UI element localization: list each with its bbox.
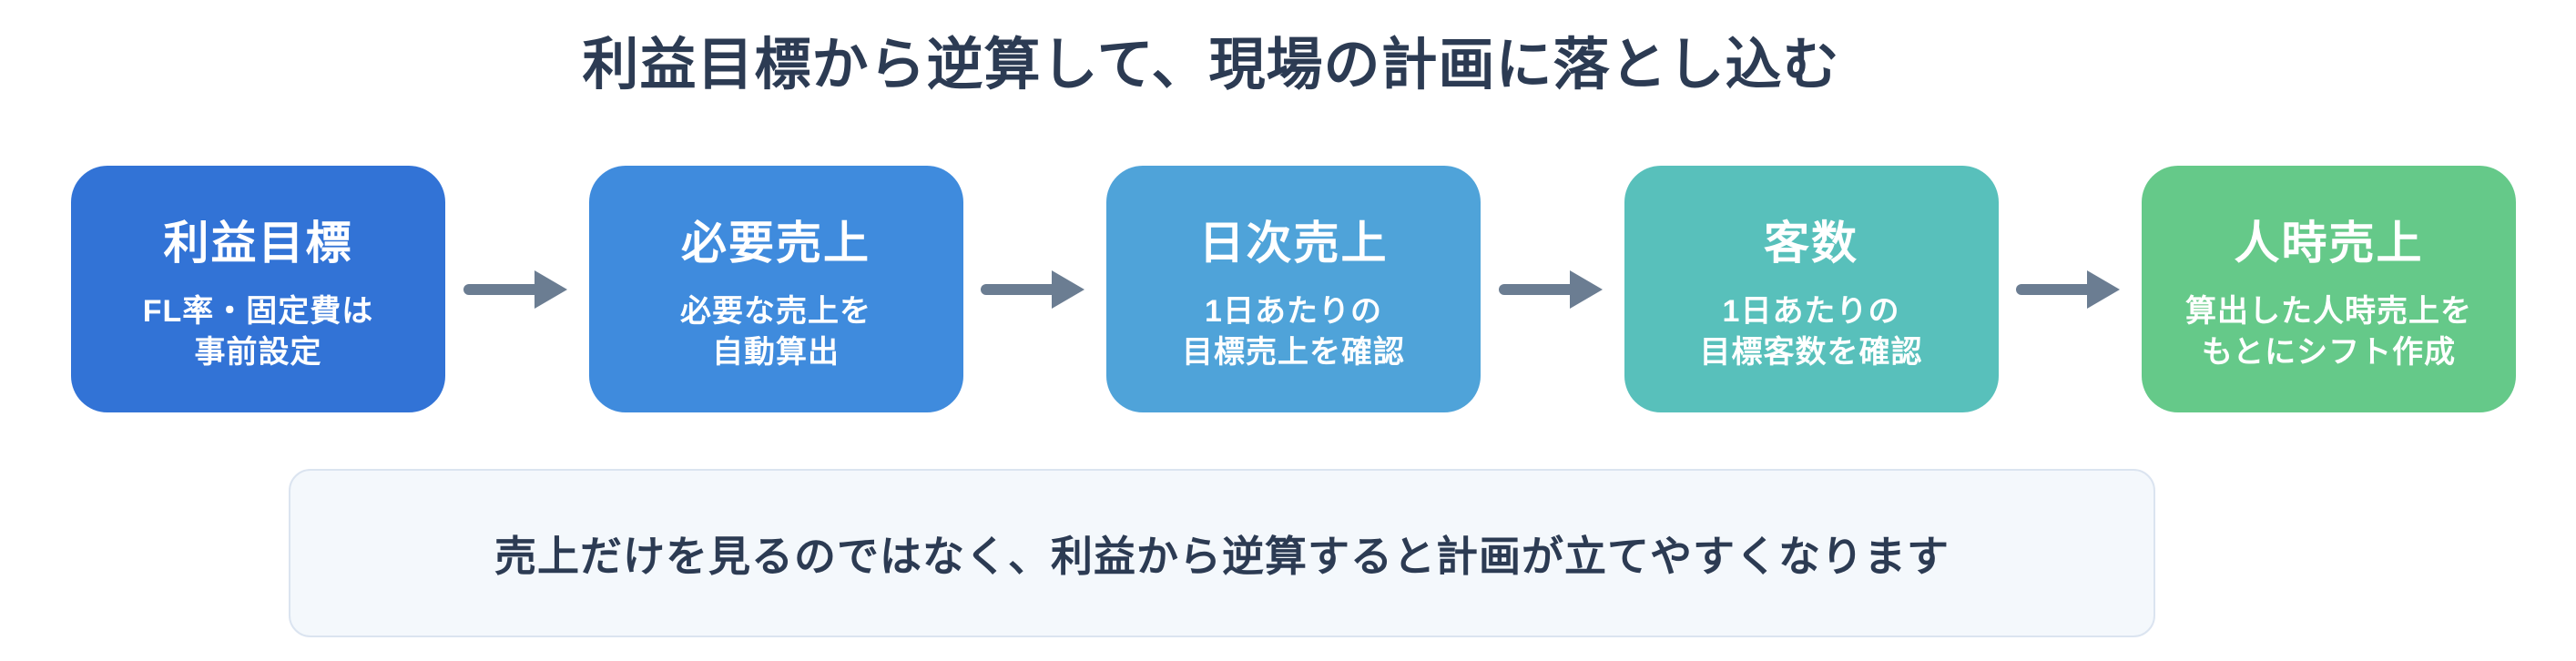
step-profit-target: 利益目標 FL率・固定費は 事前設定 — [71, 166, 445, 412]
step-sales-per-labor-hour: 人時売上 算出した人時売上を もとにシフト作成 — [2142, 166, 2516, 412]
step-title: 利益目標 — [163, 217, 353, 269]
step-title: 客数 — [1764, 217, 1858, 269]
step-title: 人時売上 — [2234, 217, 2424, 269]
diagram-title: 利益目標から逆算して、現場の計画に落とし込む — [582, 34, 1840, 97]
step-required-sales: 必要売上 必要な売上を 自動算出 — [588, 166, 963, 412]
flow-steps-row: 利益目標 FL率・固定費は 事前設定 必要売上 必要な売上を 自動算出 日次売上… — [71, 166, 2516, 412]
arrow-right-icon — [963, 262, 1107, 317]
step-subtitle: 1日あたりの 目標客数を確認 — [1699, 294, 1923, 371]
step-daily-sales: 日次売上 1日あたりの 目標売上を確認 — [1106, 166, 1481, 412]
step-title: 必要売上 — [681, 217, 871, 269]
step-customer-count: 客数 1日あたりの 目標客数を確認 — [1624, 166, 1999, 412]
step-subtitle: 算出した人時売上を もとにシフト作成 — [2185, 294, 2472, 371]
step-subtitle: FL率・固定費は 事前設定 — [142, 294, 374, 371]
step-title: 日次売上 — [1198, 217, 1389, 269]
step-subtitle: 必要な売上を 自動算出 — [680, 294, 871, 371]
arrow-right-icon — [1999, 262, 2143, 317]
arrow-right-icon — [1481, 262, 1624, 317]
arrow-right-icon — [445, 262, 589, 317]
step-subtitle: 1日あたりの 目標売上を確認 — [1182, 294, 1405, 371]
note-text: 売上だけを見るのではなく、利益から逆算すると計画が立てやすくなります — [494, 532, 1950, 580]
note-box: 売上だけを見るのではなく、利益から逆算すると計画が立てやすくなります — [289, 469, 2155, 637]
